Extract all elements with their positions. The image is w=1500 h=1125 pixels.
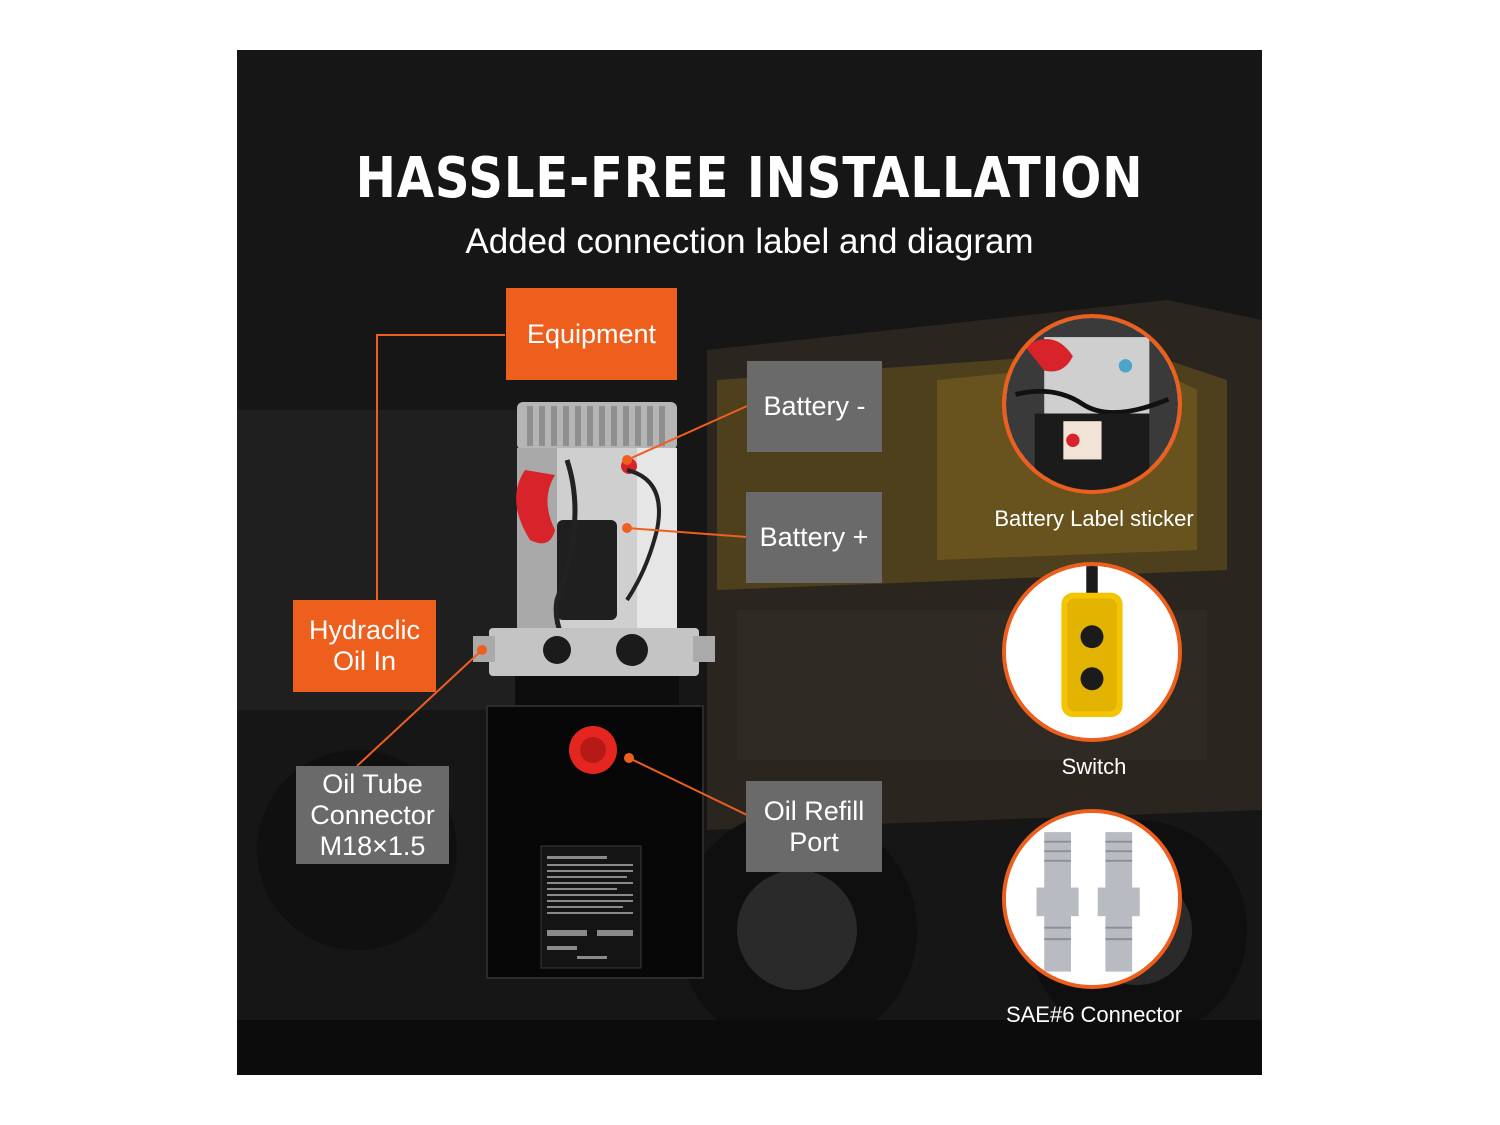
equipment-label: Equipment (506, 288, 677, 380)
sae-connector-image (1002, 809, 1182, 989)
battery-minus-label: Battery - (747, 361, 882, 452)
oil-refill-port-label: Oil Refill Port (746, 781, 882, 872)
battery-label-sticker-image (1002, 314, 1182, 494)
battery-plus-label: Battery + (746, 492, 882, 583)
product-poster: HASSLE-FREE INSTALLATION Added connectio… (237, 50, 1262, 1075)
oil-tube-connector-label: Oil Tube Connector M18×1.5 (296, 766, 449, 864)
hydraulic-power-unit-image (473, 402, 715, 979)
page-title: HASSLE-FREE INSTALLATION (355, 146, 1144, 211)
hydraulic-oil-in-label: Hydraclic Oil In (293, 600, 436, 692)
page-subtitle: Added connection label and diagram (465, 222, 1034, 261)
switch-caption: Switch (1061, 754, 1127, 779)
battery-label-sticker-caption: Battery Label sticker (994, 506, 1194, 531)
sae-connector-caption: SAE#6 Connector (1005, 1002, 1183, 1027)
switch-image (1002, 562, 1182, 742)
